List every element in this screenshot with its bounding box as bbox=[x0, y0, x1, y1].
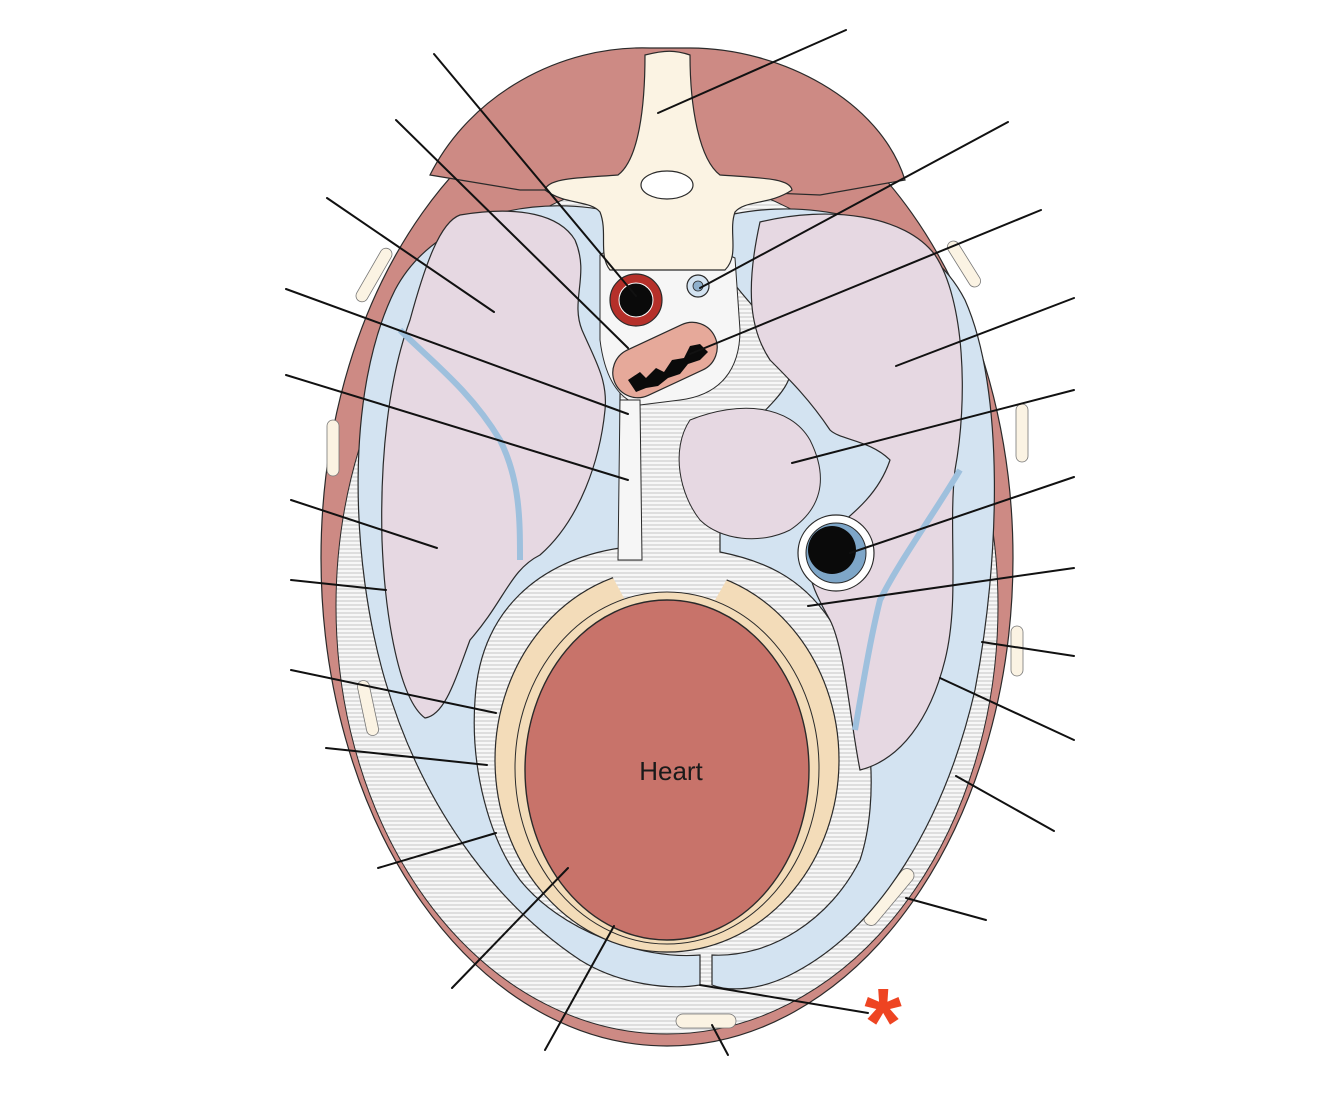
leader-line bbox=[377, 832, 497, 869]
right-middle-lobe bbox=[678, 407, 821, 540]
leader-line bbox=[699, 984, 869, 1014]
rib bbox=[675, 1013, 737, 1029]
leader-line bbox=[290, 499, 438, 549]
vena-cava-lumen bbox=[808, 526, 856, 574]
rib bbox=[355, 247, 393, 303]
right-lung-lobe-fissure bbox=[852, 468, 963, 731]
left-lung bbox=[381, 210, 607, 719]
leader-line bbox=[325, 747, 488, 766]
leader-line bbox=[849, 476, 1075, 554]
leader-line bbox=[290, 579, 387, 591]
heart-label: Heart bbox=[639, 756, 703, 786]
vertebra bbox=[544, 50, 793, 271]
leader-line bbox=[395, 119, 629, 349]
rib bbox=[326, 419, 340, 477]
esophagus-lumen bbox=[628, 344, 708, 392]
rib bbox=[1010, 625, 1024, 677]
right-lung bbox=[750, 213, 963, 771]
leader-line bbox=[326, 197, 495, 313]
leader-line bbox=[807, 567, 1075, 607]
leader-line bbox=[939, 677, 1075, 741]
leader-line bbox=[657, 29, 847, 114]
leader-line bbox=[285, 288, 629, 415]
aorta-lumen bbox=[618, 282, 654, 318]
leader-line bbox=[451, 867, 569, 989]
leader-line bbox=[433, 53, 637, 297]
spinal-canal bbox=[640, 170, 694, 200]
ribs bbox=[326, 240, 1029, 1029]
pericardial-reflection bbox=[610, 563, 730, 600]
leader-line bbox=[544, 925, 615, 1051]
rib bbox=[1015, 403, 1029, 463]
mediastinal-septum bbox=[617, 399, 643, 561]
leader-lines bbox=[285, 29, 1075, 1056]
leader-line bbox=[791, 389, 1075, 464]
leader-line bbox=[981, 641, 1075, 657]
azygos-lumen bbox=[692, 280, 704, 292]
leader-line bbox=[290, 669, 497, 714]
leader-line bbox=[895, 297, 1075, 367]
rib bbox=[357, 680, 379, 736]
leader-line bbox=[711, 1024, 729, 1056]
leader-line bbox=[955, 775, 1055, 832]
rib bbox=[947, 240, 981, 288]
leader-line bbox=[905, 897, 987, 921]
leader-line bbox=[285, 374, 629, 481]
leader-line bbox=[689, 209, 1042, 355]
asterisk-marker: * bbox=[864, 969, 902, 1076]
heart bbox=[524, 599, 810, 941]
leader-line bbox=[699, 121, 1009, 289]
